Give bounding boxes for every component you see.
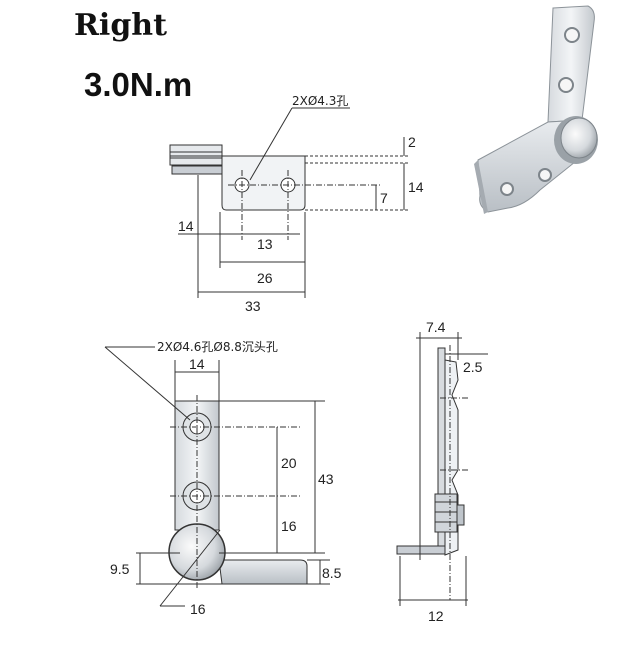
dim-hole-offset: 7 — [380, 190, 388, 206]
top-view — [169, 107, 410, 298]
dim-left-offset: 14 — [178, 218, 194, 234]
product-photo — [474, 5, 598, 214]
torque-label: 3.0N.m — [84, 66, 193, 103]
dim-arm-width: 14 — [189, 356, 205, 372]
dim-overall-width: 33 — [245, 298, 261, 314]
dim-plate-thickness: 2.5 — [463, 359, 483, 375]
dim-height: 14 — [408, 179, 424, 195]
dim-pivot-height: 9.5 — [110, 561, 130, 577]
dim-hole-pitch: 20 — [281, 455, 297, 471]
dim-overall-height: 43 — [318, 471, 334, 487]
front-view — [104, 346, 330, 607]
dim-overall-depth: 7.4 — [426, 319, 446, 335]
side-view — [396, 332, 488, 606]
front-hole-note: 2XØ4.6孔Ø8.8沉头孔 — [157, 340, 278, 354]
hand-label: Right — [74, 8, 167, 43]
dim-pivot-diameter: 16 — [190, 601, 206, 617]
dim-plate-width: 26 — [257, 270, 273, 286]
dim-base-height: 8.5 — [322, 565, 342, 581]
dim-hole-to-pivot: 16 — [281, 518, 297, 534]
dim-base-length: 12 — [428, 608, 444, 624]
top-hole-note: 2XØ4.3孔 — [292, 94, 348, 108]
dim-hole-spacing: 13 — [257, 236, 273, 252]
dim-thickness: 2 — [408, 134, 416, 150]
